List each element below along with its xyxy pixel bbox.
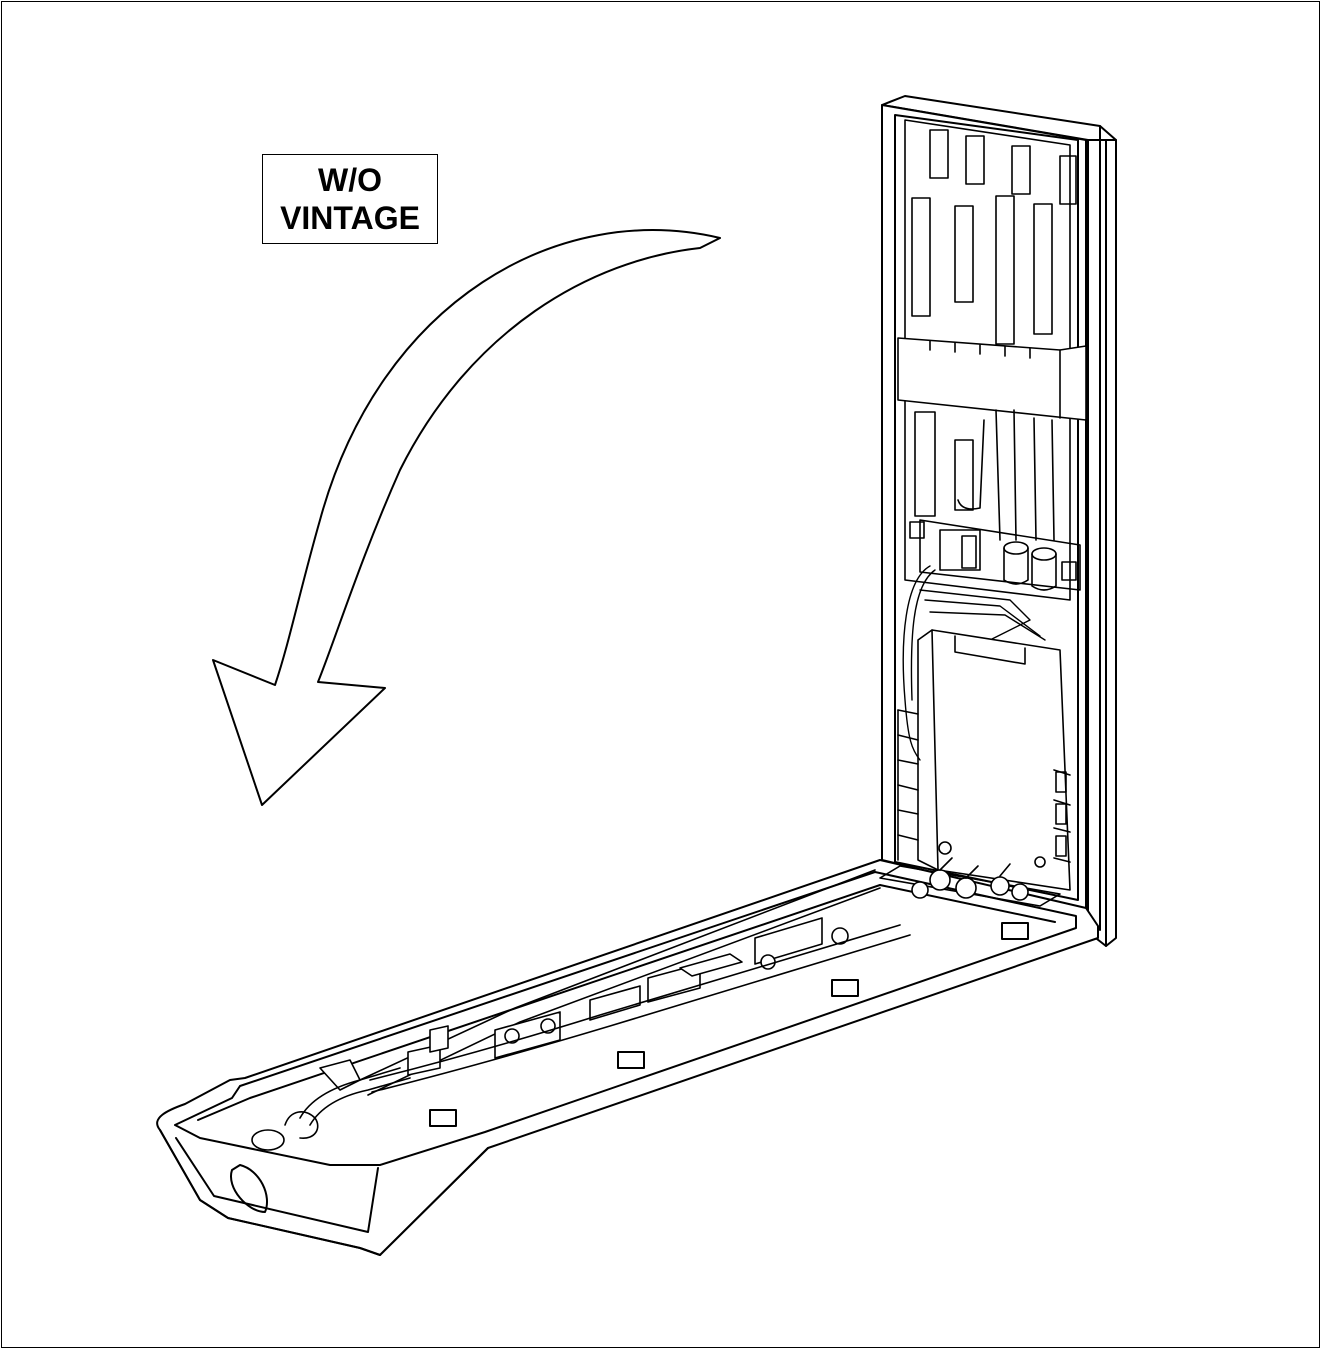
power-components bbox=[909, 519, 1081, 591]
vintage-label-line2: VINTAGE bbox=[280, 200, 420, 236]
curved-arrow-icon bbox=[212, 229, 721, 806]
base-tray bbox=[156, 859, 1099, 1256]
vintage-label-line1: W/O bbox=[318, 162, 382, 198]
tray-components bbox=[251, 841, 1061, 1151]
lower-circuit-board bbox=[897, 629, 1071, 891]
upper-circuit-board bbox=[897, 119, 1087, 601]
vintage-label-box: W/O VINTAGE bbox=[262, 154, 438, 244]
wiring-harness bbox=[902, 565, 1046, 761]
